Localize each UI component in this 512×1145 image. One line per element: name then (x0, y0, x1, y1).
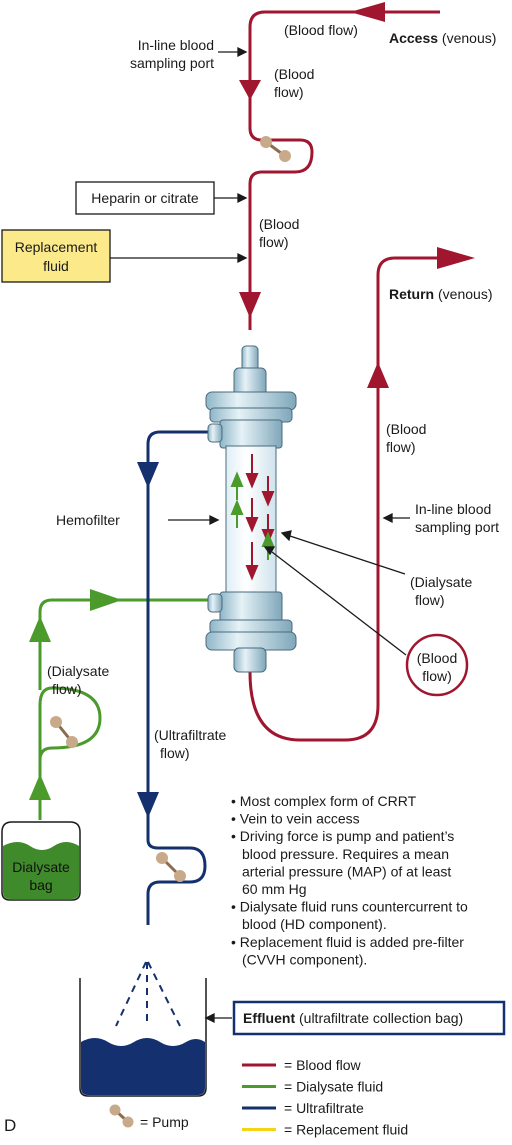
dialysate-arrow-up (29, 616, 51, 642)
blood-line (248, 10, 440, 742)
legend-label: = Blood flow (284, 1057, 362, 1073)
dialysate-bag-label-1: Dialysate (12, 859, 70, 875)
blood-arrow-return (437, 247, 475, 269)
return-rest: (venous) (434, 286, 492, 302)
heparin-label: Heparin or citrate (91, 190, 199, 206)
return-label: Return (venous) (389, 286, 492, 302)
bullet-list: • Most complex form of CRRT • Vein to vei… (231, 793, 468, 967)
dialysate-arrow-bag (29, 774, 51, 800)
panel-letter: D (4, 1116, 16, 1135)
legend-label: = Replacement fluid (284, 1122, 408, 1138)
legend-label: = Dialysate fluid (284, 1079, 383, 1095)
blood-flow-top-label: (Blood flow) (284, 22, 358, 38)
bullet-line: (CVVH component). (242, 951, 367, 967)
return-bold: Return (389, 286, 434, 302)
legend-label: = Ultrafiltrate (284, 1100, 364, 1116)
ultrafiltrate-arrow-1 (137, 462, 159, 488)
bullet-line: 60 mm Hg (242, 881, 307, 897)
blood-flow-c-2: flow) (386, 439, 416, 455)
bullet-line: • Vein to vein access (231, 811, 360, 827)
replacement-label-2: fluid (43, 258, 69, 274)
blood-flow-circle-2: flow) (422, 668, 452, 684)
replacement-label-1: Replacement (15, 239, 98, 255)
blood-arrow-down-2 (239, 292, 261, 318)
effluent-label: Effluent (ultrafiltrate collection bag) (243, 1010, 463, 1026)
bullet-line: blood pressure. Requires a mean (242, 846, 449, 862)
blood-flow-a-1: (Blood (274, 66, 314, 82)
blood-arrow-access (350, 2, 385, 22)
dialysate-arrow-right (90, 589, 122, 611)
hemofilter-label: Hemofilter (56, 512, 120, 528)
heparin-box (75, 181, 215, 215)
blood-pump-icon (260, 136, 291, 162)
bullet-line: arterial pressure (MAP) of at least (242, 863, 451, 879)
dialysate-flow-right-1: (Dialysate (410, 574, 472, 590)
ultrafiltrate-label-1: (Ultrafiltrate (154, 727, 227, 743)
access-label: Access (venous) (389, 30, 496, 46)
effluent-box (232, 1000, 506, 1036)
dialysate-line (38, 598, 212, 820)
inline-port-right-2: sampling port (415, 519, 499, 535)
replacement-fluid-box (1, 229, 111, 283)
bullet-line: blood (HD component). (242, 916, 387, 932)
dialysate-bag (1, 821, 81, 901)
effluent-rest: (ultrafiltrate collection bag) (295, 1010, 463, 1026)
access-bold: Access (389, 30, 438, 46)
blood-flow-c-1: (Blood (386, 421, 426, 437)
bullet-line: • Driving force is pump and patient’s (231, 828, 454, 844)
blood-flow-circle-1: (Blood (417, 650, 457, 666)
ultrafiltrate-pump-icon (156, 852, 186, 882)
ultrafiltrate-arrow-2 (137, 792, 159, 818)
bullet-line: • Most complex form of CRRT (231, 793, 417, 809)
dialysate-flow-right-2: flow) (415, 592, 445, 608)
dialysate-flow-left-2: flow) (52, 681, 82, 697)
inline-port-right-1: In-line blood (415, 501, 491, 517)
dialysate-flow-left-1: (Dialysate (47, 663, 109, 679)
blood-flow-b-1: (Blood (259, 216, 299, 232)
pointer-lines (110, 46, 410, 1024)
inline-port-left-2: sampling port (130, 55, 214, 71)
pump-legend-label: = Pump (140, 1114, 189, 1130)
pump-legend-icon (109, 1104, 134, 1128)
blood-arrow-down-1 (239, 80, 261, 100)
ultrafiltrate-label-2: flow) (160, 745, 190, 761)
bullet-line: • Dialysate fluid runs countercurrent to (231, 899, 468, 915)
inline-port-left-1: In-line blood (138, 37, 214, 53)
blood-flow-a-2: flow) (274, 84, 304, 100)
dialysate-bag-label-2: bag (29, 877, 52, 893)
legend: = Blood flow = Dialysate fluid = Ultrafilt… (242, 1057, 408, 1138)
effluent-bag (79, 961, 207, 1097)
dialysate-pump-icon (50, 716, 78, 748)
bullet-line: • Replacement fluid is added pre-filter (231, 934, 464, 950)
ultrafiltrate-line (146, 430, 212, 925)
blood-arrow-up-return (367, 362, 389, 388)
access-rest: (venous) (438, 30, 496, 46)
effluent-bold: Effluent (243, 1010, 295, 1026)
blood-flow-b-2: flow) (259, 234, 289, 250)
blood-flow-callout-circle (405, 633, 469, 697)
